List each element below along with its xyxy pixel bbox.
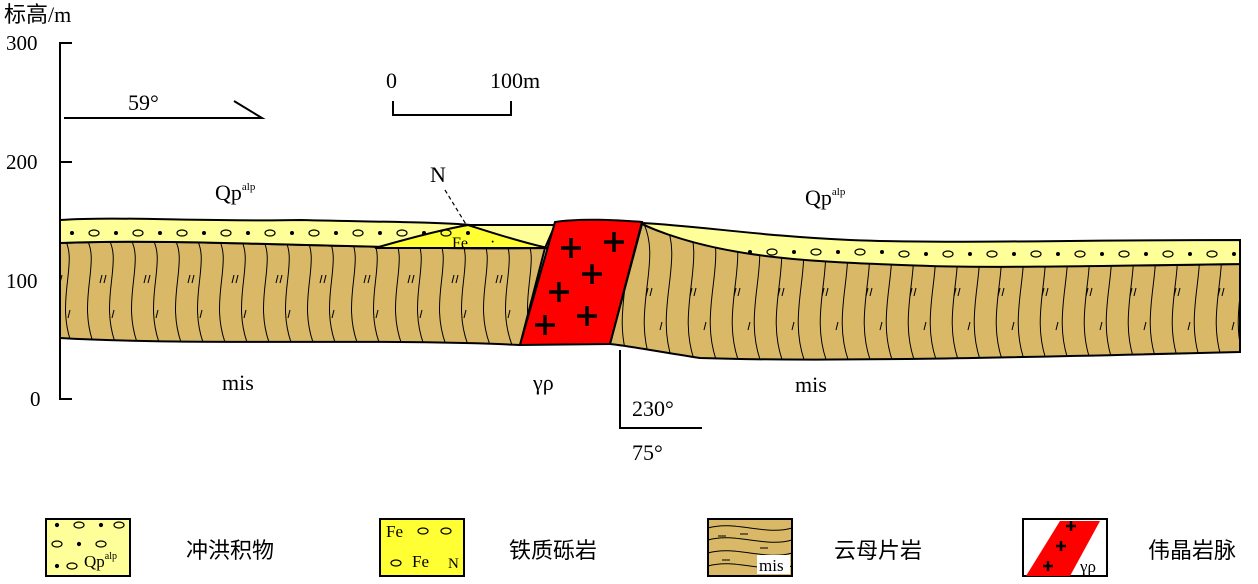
dip-attitude-symbol: 230° 75° <box>619 350 702 465</box>
gamma-rho-label: γρ <box>532 370 554 395</box>
fe-label: Fe <box>452 235 468 252</box>
qp-label-right: Qpalp <box>805 185 846 210</box>
tick-100: 100 <box>6 269 38 293</box>
legend: Qpalp 冲洪积物 Fe Fe N 铁质砾岩 <box>45 518 1236 577</box>
legend-label-iron-conglomerate: 铁质砾岩 <box>509 539 597 564</box>
legend-code-gamma-rho: γρ <box>1079 557 1096 576</box>
legend-code-n: N <box>448 556 459 572</box>
schist-left <box>59 240 547 347</box>
legend-label-mica-schist: 云母片岩 <box>834 539 922 564</box>
mis-label-left: mis <box>222 370 254 395</box>
scale-end: 100m <box>490 68 540 93</box>
tick-0: 0 <box>30 387 41 411</box>
azimuth-label: 230° <box>632 396 674 421</box>
dip-label: 75° <box>632 440 663 465</box>
tick-300: 300 <box>6 31 38 55</box>
alluvium-right <box>641 221 1241 268</box>
direction-angle-label: 59° <box>128 90 159 115</box>
iron-conglomerate-lens: Fe · <box>374 223 549 252</box>
legend-label-alluvium: 冲洪积物 <box>186 539 274 564</box>
legend-code-fe1: Fe <box>386 522 403 541</box>
legend-item-mica-schist: mis 云母片岩 <box>707 518 922 577</box>
n-label: N <box>430 162 446 187</box>
alluvium-pattern <box>69 229 1236 258</box>
section-labels: Qpalp Qpalp N mis mis γρ <box>215 162 846 397</box>
tick-200: 200 <box>6 150 38 174</box>
legend-code-qp: Qpalp <box>84 551 117 571</box>
scale-bar: 0 100m <box>386 68 540 116</box>
legend-code-fe2: Fe <box>412 552 429 571</box>
axis-label: 标高/m <box>4 2 71 27</box>
legend-label-pegmatite: 伟晶岩脉 <box>1148 539 1236 564</box>
qp-label-left: Qpalp <box>215 180 256 205</box>
legend-code-mis: mis <box>759 556 784 575</box>
legend-item-alluvium: Qpalp 冲洪积物 <box>45 518 274 577</box>
mis-label-right: mis <box>795 372 827 397</box>
svg-text:·: · <box>490 234 495 251</box>
legend-item-pegmatite: γρ 伟晶岩脉 <box>1022 518 1236 577</box>
legend-item-iron-conglomerate: Fe Fe N 铁质砾岩 <box>379 518 597 577</box>
scale-start: 0 <box>386 68 397 93</box>
pegmatite-dike <box>518 218 644 347</box>
direction-arrow-left: 59° <box>64 90 266 119</box>
elevation-axis: 标高/m 300 200 100 0 <box>4 2 72 411</box>
